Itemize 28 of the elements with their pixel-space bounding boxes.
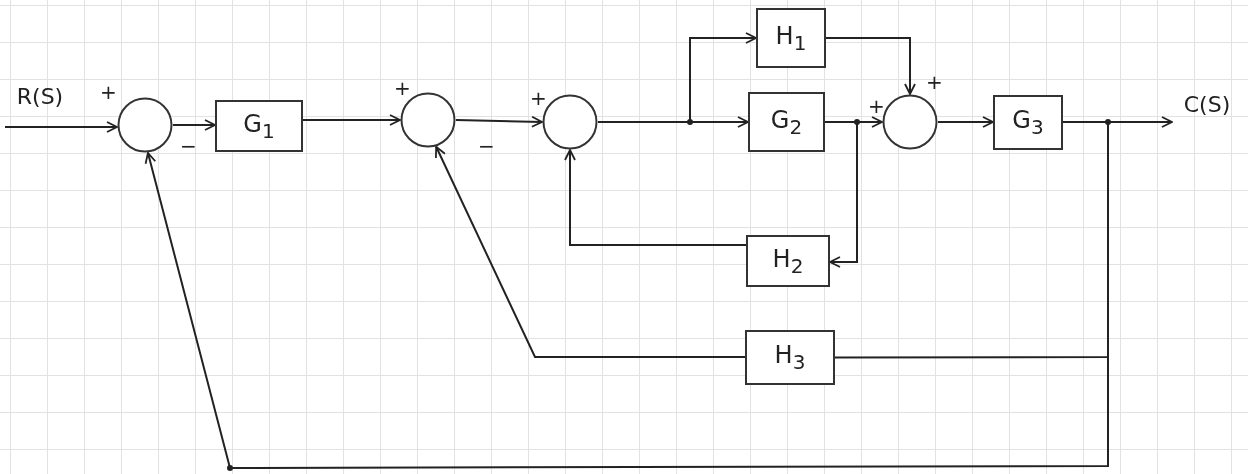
transfer-function-block: G$_{1}$ xyxy=(215,100,303,152)
arrow xyxy=(172,119,216,131)
arrow xyxy=(937,116,994,128)
arrow xyxy=(825,37,916,95)
transfer-function-block: G$_{3}$ xyxy=(993,95,1063,150)
arrow xyxy=(302,114,401,126)
transfer-function-block: H$_{2}$ xyxy=(746,235,830,287)
sign-label: + xyxy=(394,78,411,98)
arrow xyxy=(564,149,747,246)
sign-label: + xyxy=(530,88,547,108)
transfer-function-block: H$_{3}$ xyxy=(745,330,835,385)
sign-label: + xyxy=(926,72,943,92)
arrow xyxy=(144,121,1109,469)
summing-junction xyxy=(882,94,938,150)
arrow xyxy=(824,121,858,268)
sign-label: + xyxy=(100,82,117,102)
sign-label: − xyxy=(180,136,197,156)
arrow xyxy=(435,145,746,358)
transfer-function-block: G$_{2}$ xyxy=(748,92,825,152)
arrow xyxy=(455,115,543,128)
transfer-function-block: H$_{1}$ xyxy=(756,8,826,68)
summing-junction xyxy=(117,97,173,153)
sign-label: + xyxy=(868,96,885,116)
arrow xyxy=(597,32,757,123)
signal-label: R(S) xyxy=(5,84,75,134)
signal-label: C(S) xyxy=(1172,92,1242,132)
sign-label: − xyxy=(478,136,495,156)
arrow xyxy=(4,121,118,133)
